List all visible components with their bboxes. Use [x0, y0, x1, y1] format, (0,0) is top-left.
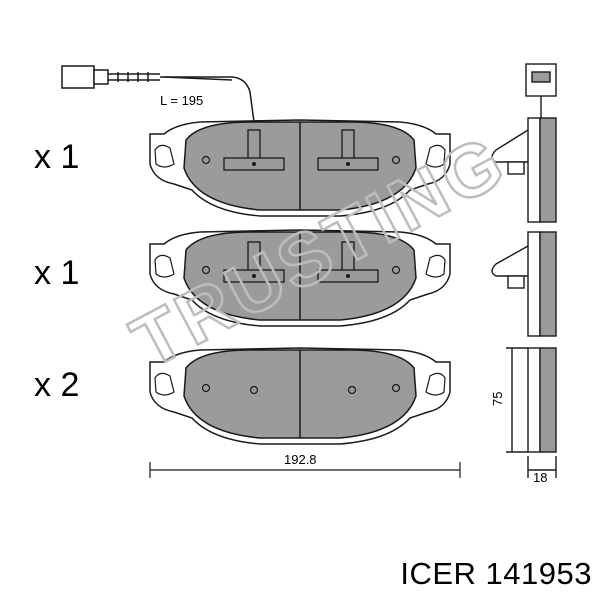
brake-pad-1 [149, 119, 451, 217]
brake-pad-3 [149, 347, 451, 445]
brake-pad-2 [149, 229, 451, 327]
thickness-label: 18 [533, 470, 547, 485]
height-label: 75 [490, 392, 505, 406]
part-number-caption: ICER 141953 [400, 556, 592, 591]
quantity-label-3: x 2 [34, 366, 80, 404]
quantity-label-1: x 1 [34, 138, 80, 176]
sensor-length-label: L = 195 [160, 93, 203, 108]
wear-sensor-wire [61, 65, 255, 123]
width-dimension [149, 462, 461, 478]
side-view [491, 63, 557, 478]
quantity-label-2: x 1 [34, 254, 80, 292]
width-label: 192.8 [284, 452, 317, 467]
